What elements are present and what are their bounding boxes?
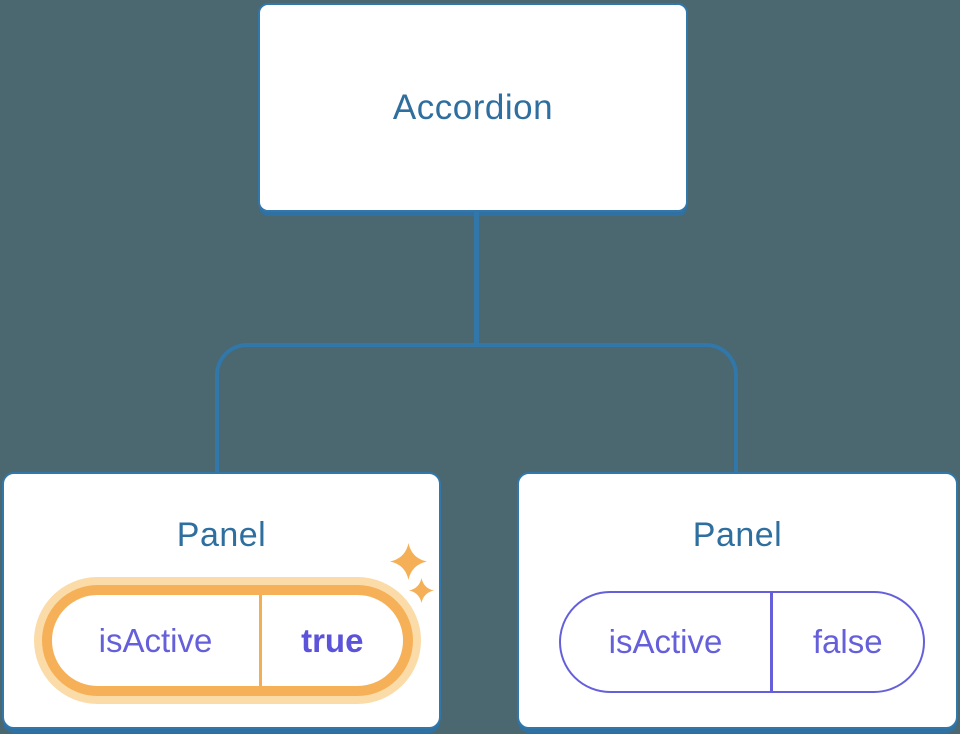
accordion-node-label: Accordion	[392, 87, 554, 127]
state-value-label: true	[301, 621, 364, 659]
connector-stem	[474, 210, 479, 345]
panel-node-label: Panel	[692, 516, 783, 554]
panel-node-label: Panel	[176, 516, 267, 554]
state-value-label: false	[812, 623, 883, 660]
sparkle-icon	[390, 543, 427, 580]
connector-branch	[215, 343, 738, 472]
pill-divider	[259, 595, 262, 686]
accordion-node: Accordion	[258, 3, 688, 212]
state-key-label: isActive	[608, 623, 723, 660]
sparkle-icon	[409, 578, 434, 603]
pill-divider	[770, 593, 773, 691]
state-pill-inactive: isActive false	[559, 591, 925, 693]
panel-node-active: Panel isActive true	[2, 472, 441, 729]
panel-node-inactive: Panel isActive false	[517, 472, 958, 729]
state-pill-active: isActive true	[42, 585, 413, 696]
state-key-label: isActive	[98, 621, 213, 659]
